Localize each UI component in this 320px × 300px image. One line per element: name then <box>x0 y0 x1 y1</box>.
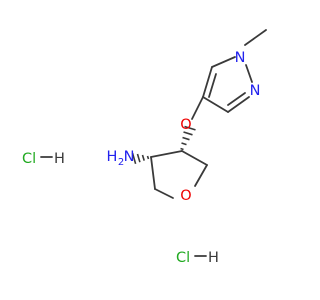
bond-n2-n1 <box>245 64 253 83</box>
bond-n1-c5 <box>211 56 236 68</box>
wedge-c3t-n <box>131 152 150 165</box>
molecule-diagram: N N O O H 2 N Cl H Cl H <box>22 29 267 266</box>
bond-c5-c4-inner <box>208 73 217 98</box>
bond-c4-o <box>191 96 204 120</box>
amine-h: H <box>107 149 118 165</box>
salt-cl: Cl <box>176 250 190 266</box>
bond-c3-n2-inner <box>227 92 246 106</box>
bond-c5t-o <box>194 164 208 187</box>
bond-c5-c4 <box>202 66 213 98</box>
structure-drawing: N N O O H 2 N Cl H Cl H <box>22 29 267 266</box>
bond-c2t-c3t <box>150 156 156 190</box>
hcl-salt-2: Cl H <box>176 250 219 266</box>
atom-n1: N <box>235 50 246 66</box>
bond-c3t-c4t <box>150 150 183 158</box>
oxolane-bonds <box>150 150 208 199</box>
bond-c3-n2 <box>227 96 250 113</box>
atom-o-ring: O <box>180 188 191 204</box>
salt-h: H <box>54 151 65 167</box>
bond-c4-c3 <box>202 96 229 113</box>
salt-h: H <box>208 250 219 266</box>
bond-o-c2t <box>154 188 174 199</box>
bond-methyl <box>244 29 267 46</box>
hcl-salt-1: Cl H <box>22 151 65 167</box>
pyrazole-bonds <box>202 29 267 113</box>
wedge-c4t-o <box>180 125 196 151</box>
salt-cl: Cl <box>22 151 36 167</box>
bond-c4t-c5t <box>181 150 208 166</box>
amine-subscript: 2 <box>118 157 124 168</box>
atom-o-ether: O <box>180 117 191 133</box>
atom-n2: N <box>250 83 261 99</box>
amine-n: N <box>124 149 135 165</box>
